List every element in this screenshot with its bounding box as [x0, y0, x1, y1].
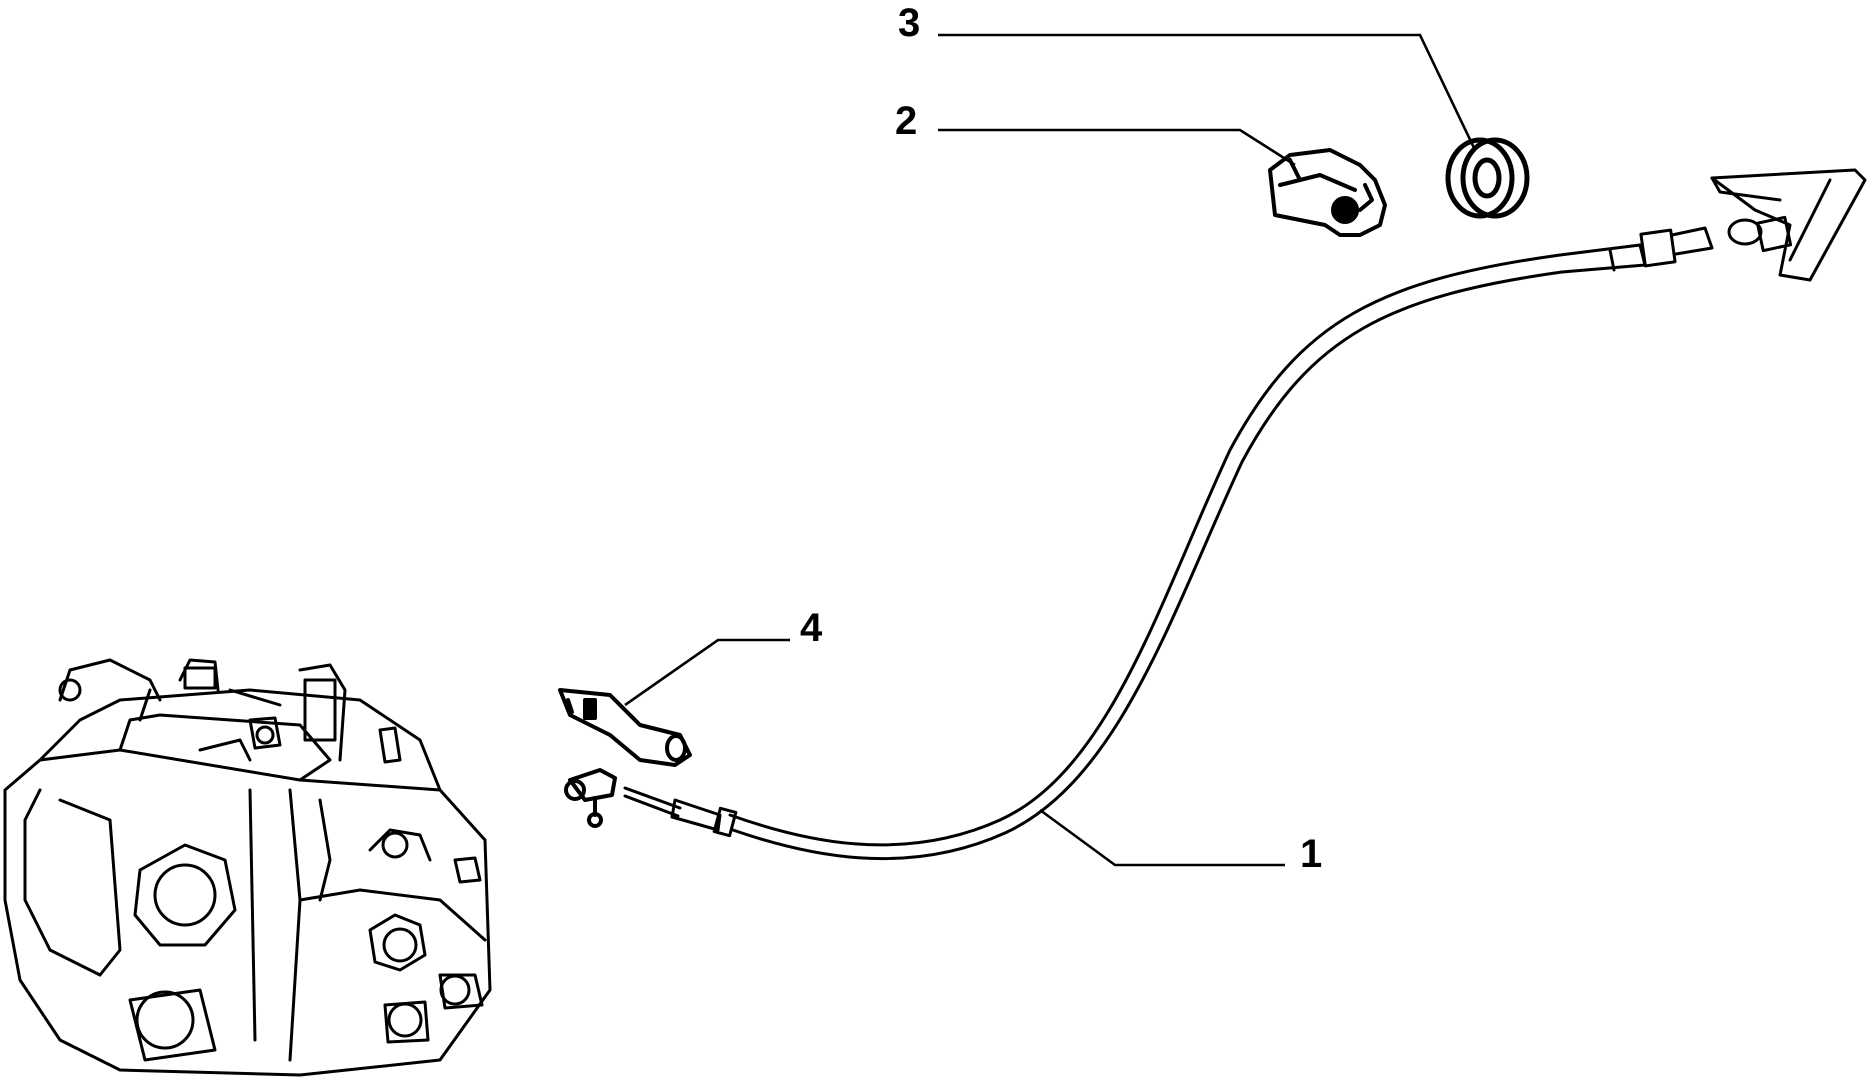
callout-2: 2: [895, 99, 917, 143]
leader-line-4: [624, 638, 790, 707]
injection-pump-drawing: [3, 658, 492, 1077]
cable-clip-drawing: [1268, 148, 1387, 237]
leader-lines: [624, 33, 1477, 867]
grommet-drawing: [1445, 137, 1530, 219]
leader-line-1: [1039, 808, 1285, 867]
accelerator-cable-drawing: [623, 168, 1867, 861]
cable-end-fitting-drawing: [558, 688, 692, 828]
leader-line-2: [938, 128, 1296, 167]
leader-line-3: [938, 33, 1477, 151]
callout-1: 1: [1300, 832, 1322, 876]
callout-4: 4: [800, 606, 823, 650]
callout-3: 3: [898, 1, 920, 45]
callout-labels: 1 2 3 4: [800, 1, 1322, 876]
